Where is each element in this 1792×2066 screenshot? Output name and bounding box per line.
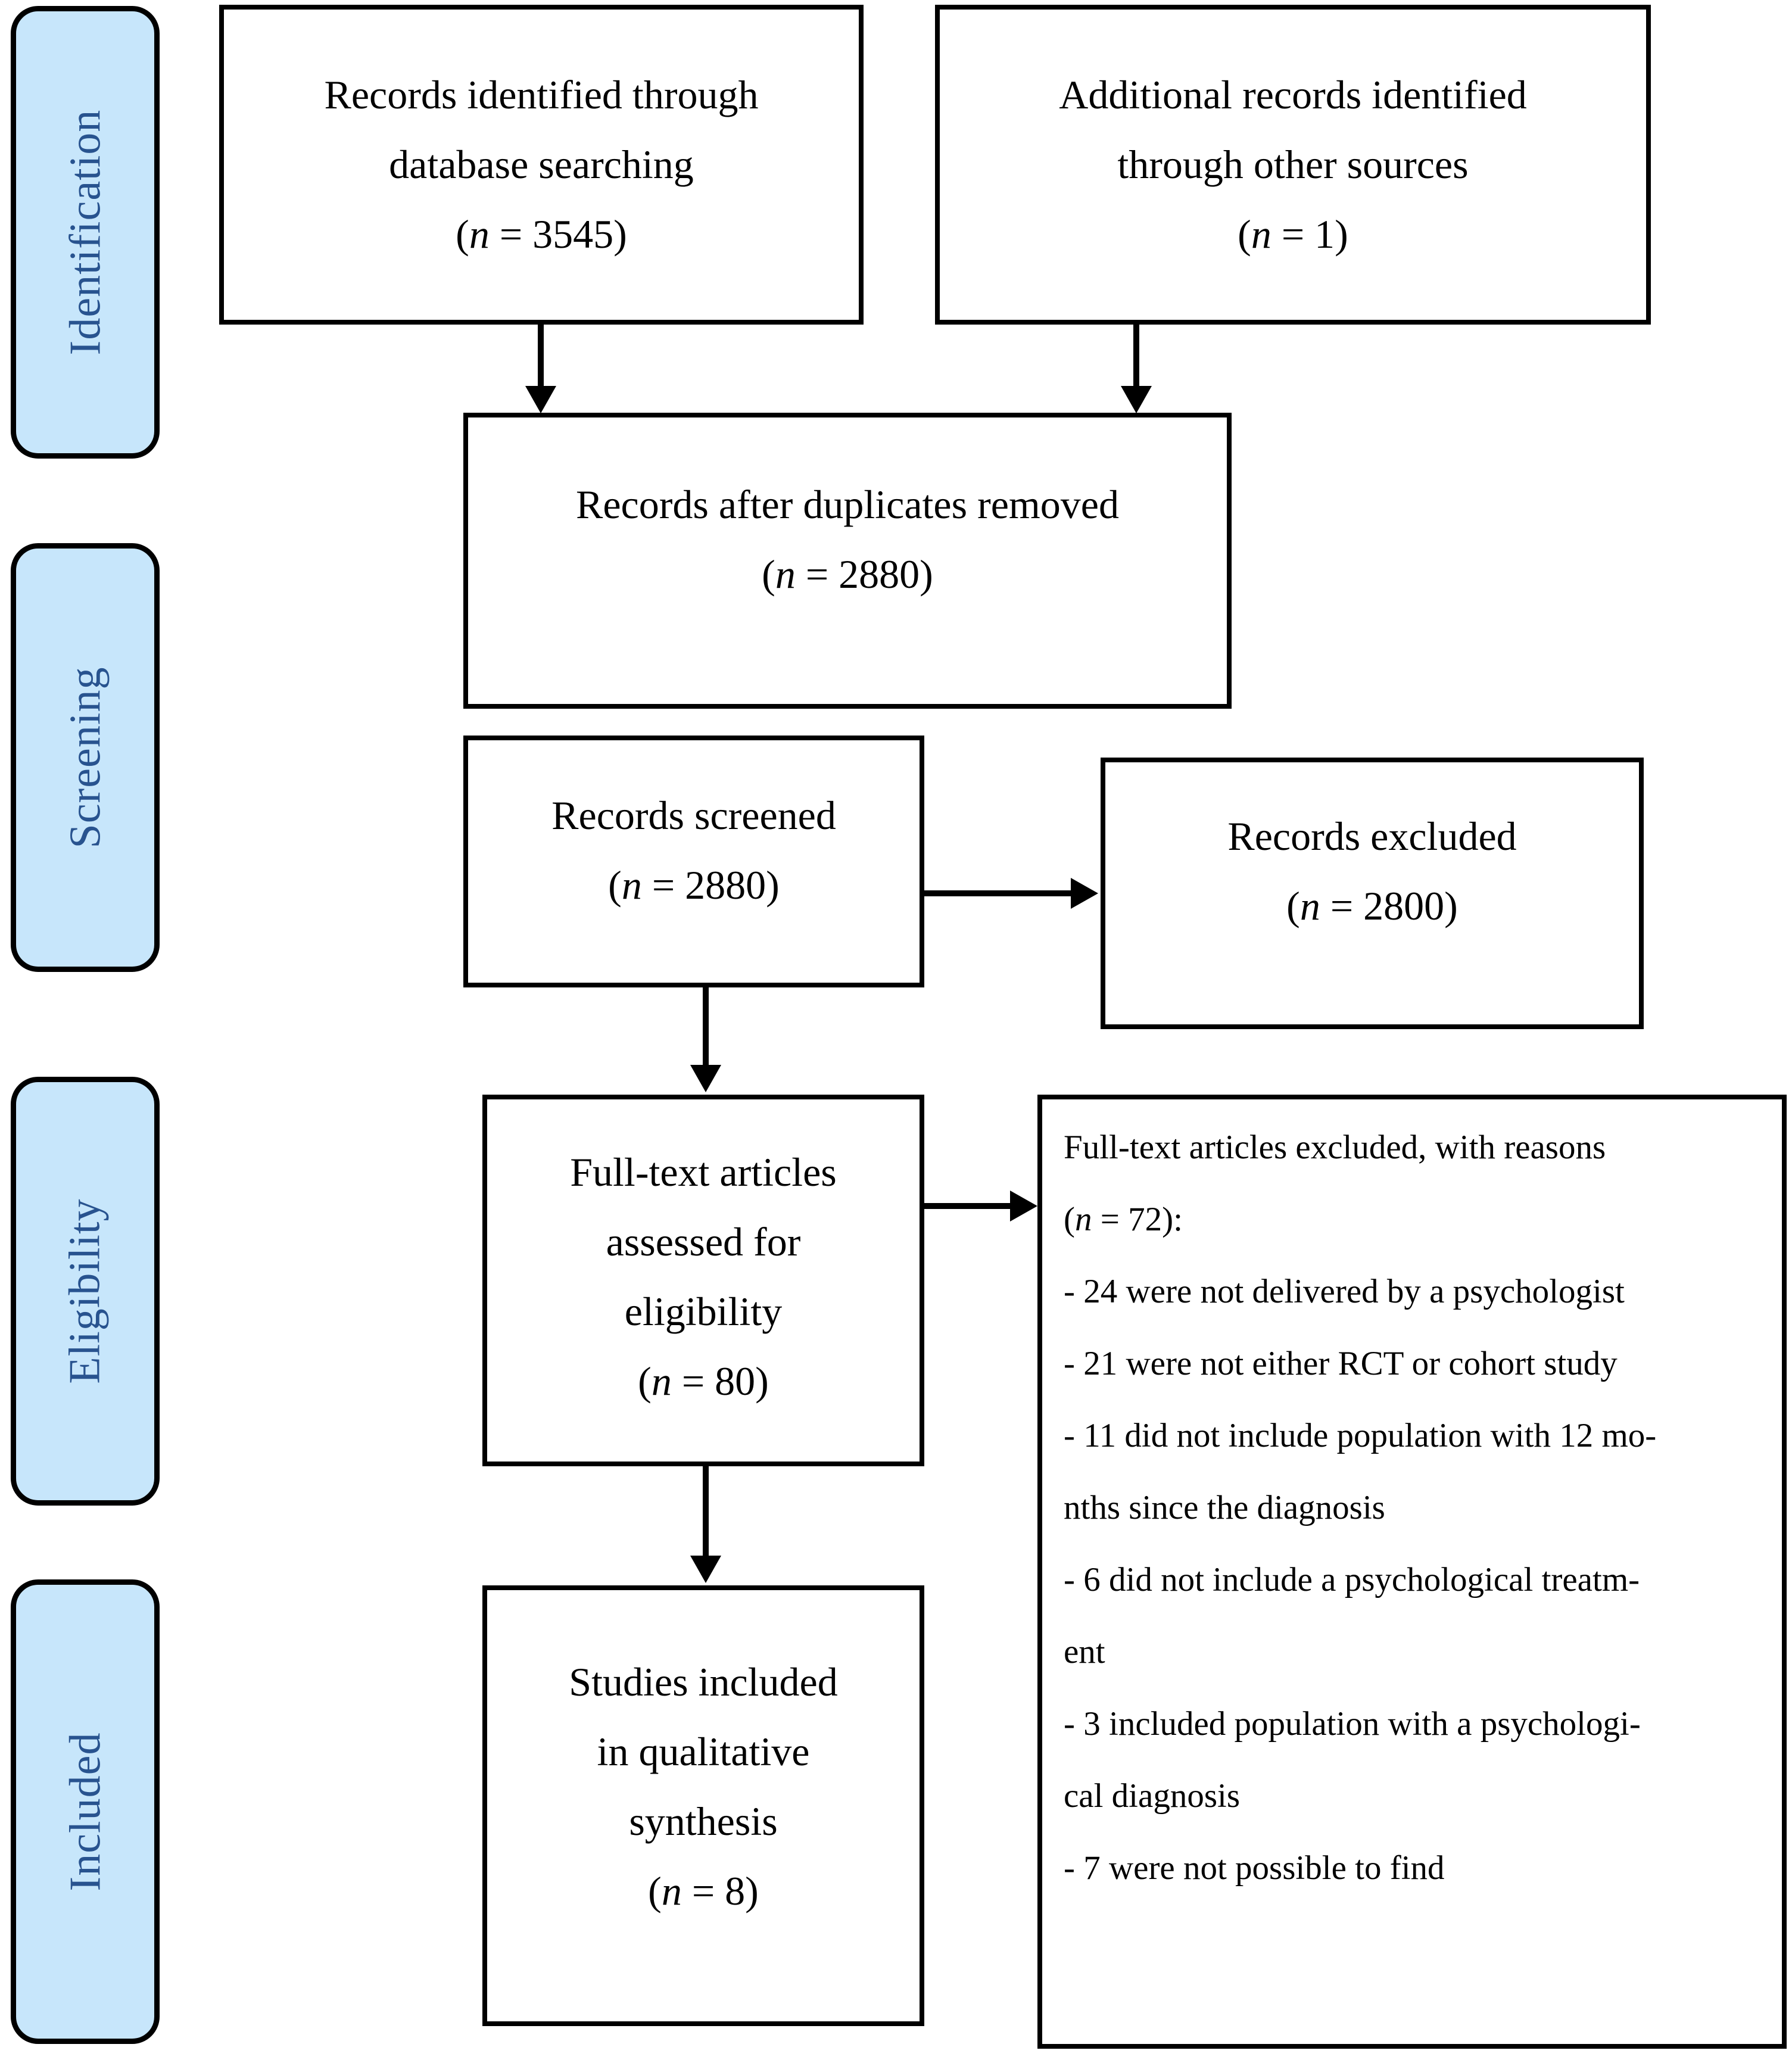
paren-open: ( [638, 1358, 652, 1404]
box-records-excluded-line1: Records excluded [1227, 814, 1517, 859]
box-records-screened-line1: Records screened [551, 793, 836, 838]
reason-item: - 6 did not include a psychological trea… [1064, 1561, 1640, 1598]
paren-open: ( [1286, 883, 1300, 928]
box-records-identified-database-line2: database searching [389, 142, 694, 188]
connector-fulltext-to-reasons-horizontal [924, 1203, 1014, 1209]
box-fulltext-assessed-line3: eligibility [624, 1288, 783, 1334]
stage-label-eligibility-text: Eligibility [61, 1198, 110, 1384]
reason-item-continuation: nths since the diagnosis [1064, 1489, 1385, 1526]
paren-open: ( [1064, 1201, 1075, 1238]
n-symbol: n [775, 551, 796, 597]
reason-item-continuation: ent [1064, 1633, 1105, 1671]
box-studies-included-line2: in qualitative [597, 1728, 810, 1774]
n-symbol: n [621, 862, 642, 908]
box-fulltext-assessed-line2: assessed for [606, 1219, 801, 1264]
paren-open: ( [648, 1868, 662, 1914]
n-symbol: n [1299, 883, 1320, 928]
box-records-screened-count: (n = 2880) [608, 850, 780, 920]
stage-label-screening-text: Screening [61, 666, 110, 849]
paren-open: ( [608, 862, 622, 908]
arrow-screened-to-fulltext [690, 1065, 721, 1092]
reason-item: - 3 included population with a psycholog… [1064, 1705, 1641, 1743]
reasons-heading: Full-text articles excluded, with reason… [1064, 1129, 1606, 1166]
box-records-identified-other-line1: Additional records identified [1059, 72, 1527, 118]
count-value: = 80) [671, 1358, 769, 1404]
stage-label-included: Included [11, 1579, 160, 2044]
n-symbol: n [661, 1868, 682, 1914]
count-value: = 72): [1092, 1201, 1183, 1238]
connector-screened-to-excluded-horizontal [924, 890, 1073, 896]
count-value: = 8) [681, 1868, 759, 1914]
box-fulltext-excluded-reasons: Full-text articles excluded, with reason… [1037, 1095, 1787, 2049]
n-symbol: n [469, 211, 490, 257]
connector-screened-to-fulltext-vertical [703, 987, 709, 1068]
reasons-list: Full-text articles excluded, with reason… [1042, 1099, 1782, 1923]
reason-item: - 24 were not delivered by a psychologis… [1064, 1273, 1625, 1310]
stage-label-identification-text: Identification [61, 109, 110, 356]
box-records-after-duplicates: Records after duplicates removed (n = 28… [463, 413, 1232, 709]
box-fulltext-assessed-count: (n = 80) [638, 1347, 769, 1416]
reason-item-continuation: cal diagnosis [1064, 1777, 1241, 1815]
stage-label-identification: Identification [11, 6, 160, 459]
n-symbol: n [651, 1358, 672, 1404]
paren-open: ( [1238, 211, 1251, 257]
connector-other-to-duplicates-vertical [1133, 325, 1139, 390]
n-symbol: n [1251, 211, 1271, 257]
stage-label-eligibility: Eligibility [11, 1077, 160, 1506]
arrow-screened-to-excluded [1071, 878, 1098, 909]
box-studies-included-count: (n = 8) [648, 1856, 759, 1926]
reason-item: - 21 were not either RCT or cohort study [1064, 1345, 1618, 1382]
arrow-db-to-duplicates [525, 386, 556, 413]
reason-item: - 7 were not possible to find [1064, 1849, 1445, 1887]
box-records-excluded-count: (n = 2800) [1286, 871, 1458, 941]
box-records-identified-database: Records identified through database sear… [219, 5, 864, 325]
box-records-identified-other: Additional records identified through ot… [935, 5, 1651, 325]
reasons-count: (n = 72): [1064, 1202, 1782, 1236]
n-symbol: n [1074, 1201, 1092, 1238]
box-studies-included-line1: Studies included [569, 1659, 838, 1704]
box-records-identified-database-count: (n = 3545) [456, 200, 627, 269]
count-value: = 2880) [641, 862, 780, 908]
count-value: = 3545) [489, 211, 627, 257]
connector-fulltext-to-included-vertical [703, 1466, 709, 1559]
stage-label-screening: Screening [11, 543, 160, 972]
box-studies-included: Studies included in qualitative synthesi… [482, 1585, 924, 2026]
arrow-other-to-duplicates [1121, 386, 1152, 413]
box-studies-included-line3: synthesis [629, 1798, 778, 1844]
reason-item: - 11 did not include population with 12 … [1064, 1417, 1657, 1454]
stage-label-included-text: Included [61, 1732, 110, 1892]
paren-open: ( [762, 551, 775, 597]
box-records-after-duplicates-count: (n = 2880) [762, 540, 933, 609]
arrow-fulltext-to-included [690, 1556, 721, 1583]
box-fulltext-assessed-line1: Full-text articles [570, 1149, 837, 1195]
paren-open: ( [456, 211, 469, 257]
count-value: = 1) [1271, 211, 1348, 257]
box-records-after-duplicates-line1: Records after duplicates removed [576, 482, 1119, 527]
box-records-excluded: Records excluded (n = 2800) [1101, 758, 1644, 1029]
arrow-fulltext-to-reasons [1010, 1191, 1037, 1221]
box-records-identified-database-line1: Records identified through [324, 72, 759, 118]
box-fulltext-assessed: Full-text articles assessed for eligibil… [482, 1095, 924, 1466]
box-records-identified-other-count: (n = 1) [1238, 200, 1348, 269]
box-records-screened: Records screened (n = 2880) [463, 736, 924, 987]
count-value: = 2880) [795, 551, 933, 597]
connector-db-to-duplicates-vertical [538, 325, 544, 390]
count-value: = 2800) [1320, 883, 1458, 928]
box-records-identified-other-line2: through other sources [1117, 142, 1469, 188]
